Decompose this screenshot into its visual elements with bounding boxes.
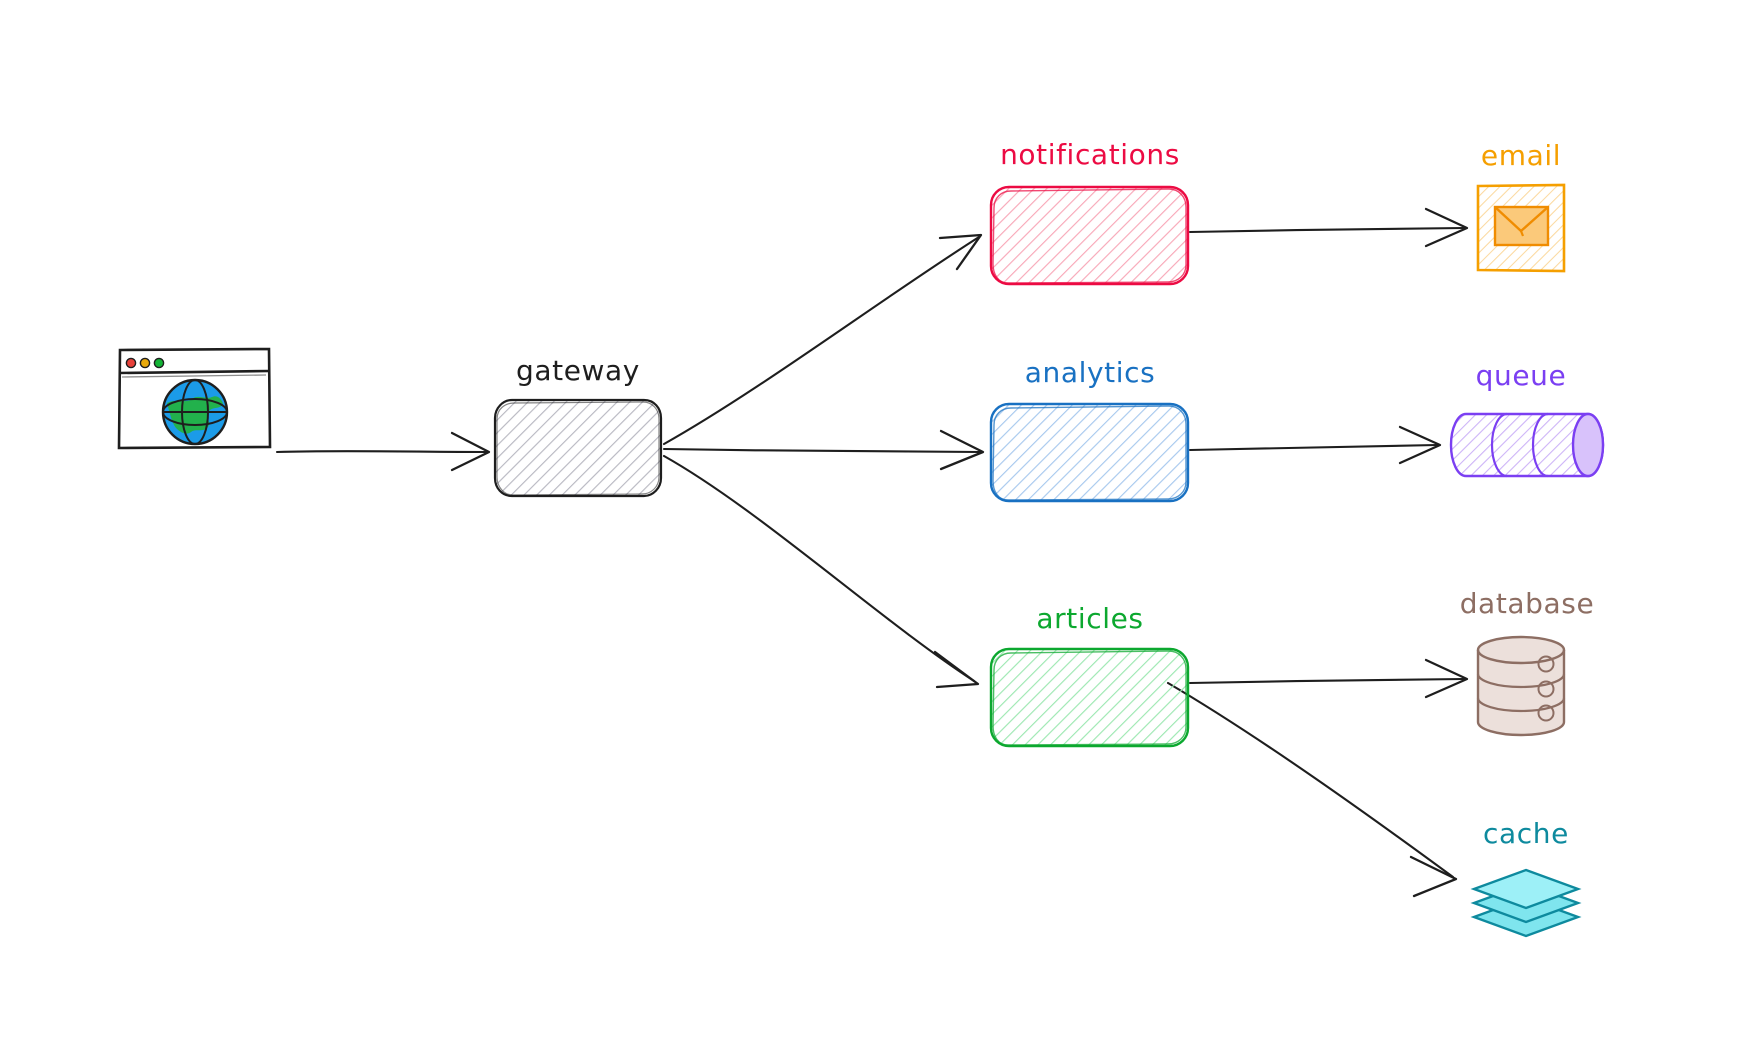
edge-client-gateway bbox=[275, 431, 491, 472]
queue-icon[interactable] bbox=[1449, 412, 1605, 478]
email-icon[interactable] bbox=[1476, 183, 1566, 273]
edges-layer bbox=[275, 207, 1469, 898]
edge-analytics-queue bbox=[1188, 425, 1442, 465]
edge-gateway-articles bbox=[662, 454, 980, 689]
node-articles[interactable] bbox=[989, 647, 1190, 748]
node-gateway[interactable] bbox=[493, 398, 663, 498]
globe-icon bbox=[161, 378, 229, 446]
window-dot-yellow bbox=[139, 357, 151, 369]
window-dot-red bbox=[125, 357, 137, 369]
database-icon[interactable] bbox=[1476, 635, 1566, 737]
node-notifications[interactable] bbox=[989, 185, 1190, 286]
cache-icon[interactable] bbox=[1470, 868, 1582, 938]
edge-notifications-email bbox=[1188, 207, 1469, 248]
edge-gateway-notifications bbox=[662, 233, 983, 446]
edge-gateway-analytics bbox=[662, 429, 985, 471]
edge-articles-database bbox=[1188, 658, 1469, 699]
window-dot-green bbox=[153, 357, 165, 369]
client-browser-icon[interactable] bbox=[117, 347, 272, 450]
edge-articles-cache bbox=[1166, 681, 1458, 898]
node-analytics[interactable] bbox=[989, 402, 1190, 503]
